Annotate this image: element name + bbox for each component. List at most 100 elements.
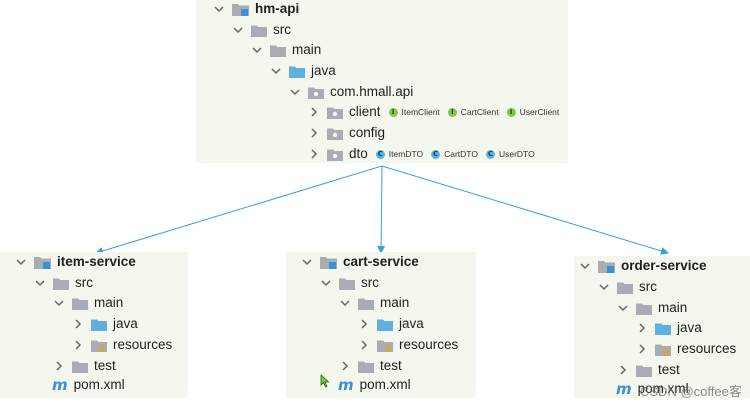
package-icon [308, 86, 324, 99]
chevron-down-icon[interactable] [231, 23, 245, 37]
folder-name: resources [113, 337, 173, 352]
chevron-down-icon[interactable] [212, 2, 226, 16]
chevron-down-icon[interactable] [616, 301, 630, 315]
chevron-right-icon[interactable] [338, 359, 352, 373]
chevron-down-icon[interactable] [269, 64, 283, 78]
folder-name: main [94, 295, 124, 310]
tree-row-src[interactable]: src [231, 20, 291, 40]
tree-row-java[interactable]: java [357, 314, 424, 334]
chevron-right-icon[interactable] [357, 338, 371, 352]
package-icon [327, 148, 343, 161]
chevron-right-icon[interactable] [52, 359, 66, 373]
chevron-down-icon[interactable] [597, 280, 611, 294]
maven-icon: m [338, 376, 354, 394]
chevron-down-icon[interactable] [338, 296, 352, 310]
folder-icon [617, 281, 633, 294]
tree-row-main[interactable]: main [338, 293, 409, 313]
interface-icon: I [506, 107, 516, 117]
tree-row-config[interactable]: config [307, 123, 385, 143]
package-name: config [349, 125, 386, 140]
tree-row-java[interactable]: java [71, 314, 138, 334]
package-name: com.hmall.api [330, 84, 414, 99]
tree-row-src[interactable]: src [319, 273, 379, 293]
chevron-right-icon[interactable] [635, 342, 649, 356]
tree-row-module[interactable]: item-service [14, 252, 136, 272]
chevron-down-icon[interactable] [319, 276, 333, 290]
tree-row-pom[interactable]: m pom.xml [338, 375, 411, 395]
watermark: CSDN @coffee客 [640, 384, 742, 399]
tree-row-src[interactable]: src [597, 277, 657, 297]
folder-icon [72, 360, 88, 373]
chevron-down-icon[interactable] [250, 43, 264, 57]
tree-row-test[interactable]: test [616, 360, 680, 380]
tree-row-package[interactable]: com.hmall.api [288, 82, 413, 102]
tree-row-main[interactable]: main [616, 298, 687, 318]
tree-row-test[interactable]: test [52, 356, 116, 376]
chevron-down-icon[interactable] [52, 296, 66, 310]
tree-row-java[interactable]: java [635, 318, 702, 338]
badge-label: CartClient [460, 107, 499, 117]
chevron-right-icon[interactable] [616, 363, 630, 377]
chevron-right-icon[interactable] [307, 126, 321, 140]
class-icon: C [485, 149, 495, 159]
tree-row-module[interactable]: cart-service [300, 252, 419, 272]
package-name: dto [349, 146, 368, 161]
package-icon [327, 106, 343, 119]
module-folder-icon [34, 255, 51, 269]
module-name: item-service [57, 254, 136, 269]
folder-name: resources [399, 337, 459, 352]
module-folder-icon [232, 2, 249, 16]
module-name: cart-service [343, 254, 419, 269]
interface-icon: I [447, 107, 457, 117]
arrow-to-cart-service [377, 165, 386, 254]
folder-name: java [677, 320, 702, 335]
resources-folder-icon [377, 339, 393, 352]
folder-icon [72, 297, 88, 310]
folder-name: java [113, 316, 138, 331]
tree-row-test[interactable]: test [338, 356, 402, 376]
tree-row-resources[interactable]: resources [357, 335, 458, 355]
badge-label: CartDTO [444, 149, 478, 159]
tree-row-resources[interactable]: resources [71, 335, 172, 355]
chevron-right-icon[interactable] [307, 105, 321, 119]
folder-icon [53, 277, 69, 290]
tree-row-main[interactable]: main [52, 293, 123, 313]
chevron-right-icon[interactable] [357, 317, 371, 331]
tree-row-pom[interactable]: m pom.xml [52, 375, 125, 395]
folder-name: src [639, 279, 657, 294]
chevron-right-icon[interactable] [635, 321, 649, 335]
chevron-right-icon[interactable] [71, 317, 85, 331]
chevron-down-icon[interactable] [33, 276, 47, 290]
chevron-right-icon[interactable] [307, 147, 321, 161]
chevron-down-icon[interactable] [288, 85, 302, 99]
tree-row-main[interactable]: main [250, 40, 321, 60]
tree-row-hm-api[interactable]: hm-api [212, 0, 299, 19]
chevron-down-icon[interactable] [14, 255, 28, 269]
chevron-down-icon[interactable] [578, 259, 592, 273]
chevron-down-icon[interactable] [300, 255, 314, 269]
folder-name: java [399, 316, 424, 331]
maven-icon: m [616, 380, 632, 398]
chevron-right-icon[interactable] [71, 338, 85, 352]
package-name: client [349, 104, 381, 119]
class-icon: C [431, 149, 441, 159]
module-name: order-service [621, 258, 707, 273]
tree-row-pom[interactable]: m pom.xml [616, 379, 689, 399]
tree-row-module[interactable]: order-service [578, 256, 707, 276]
tree-row-java[interactable]: java [269, 61, 336, 81]
tree-row-resources[interactable]: resources [635, 339, 736, 359]
folder-name: src [361, 275, 379, 290]
source-folder-icon [377, 318, 393, 331]
folder-name: test [380, 358, 402, 373]
folder-icon [358, 360, 374, 373]
tree-row-src[interactable]: src [33, 273, 93, 293]
